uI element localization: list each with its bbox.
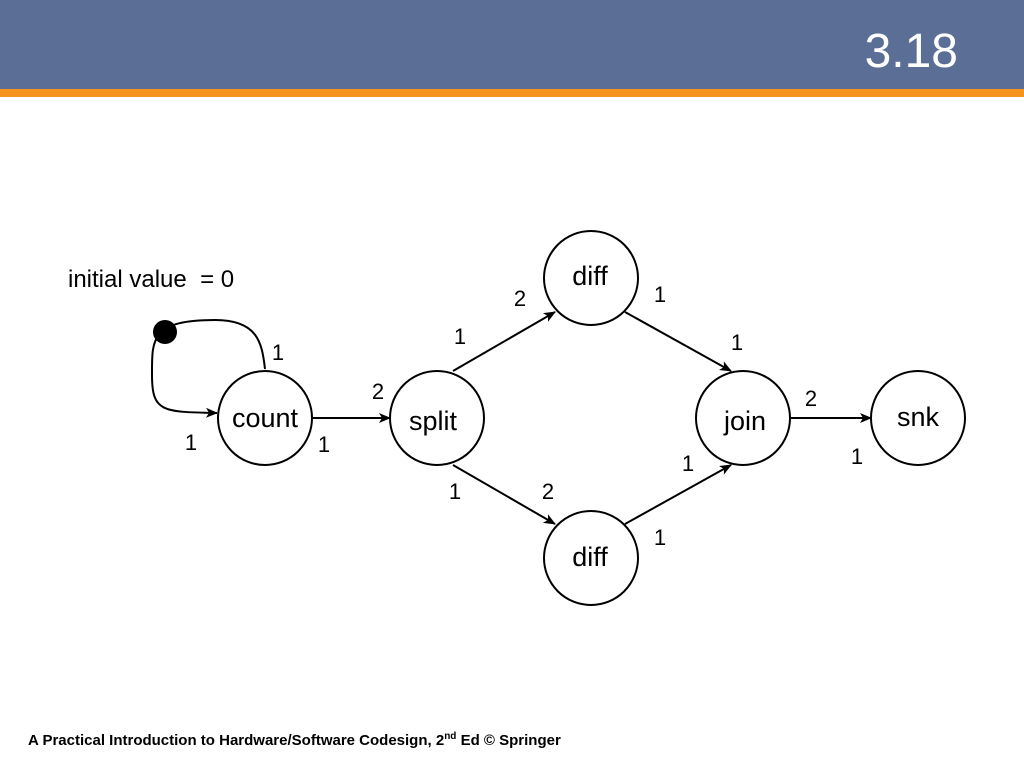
node-snk-label: snk: [897, 402, 940, 432]
node-count: count: [217, 370, 313, 466]
edge-split-to-diff-bottom: [452, 464, 556, 525]
header-bar: [0, 0, 1024, 89]
rate-label: 1: [185, 430, 197, 455]
footer-text-suffix: Ed © Springer: [456, 732, 561, 749]
node-diff-bottom: diff: [543, 510, 639, 606]
node-diff-top-label: diff: [572, 261, 608, 291]
edge-diff-top-to-join: [624, 311, 732, 372]
node-diff-top: diff: [543, 230, 639, 326]
rate-label: 2: [372, 379, 384, 404]
footer-citation: A Practical Introduction to Hardware/Sof…: [28, 731, 561, 750]
footer-text: A Practical Introduction to Hardware/Sof…: [28, 732, 445, 749]
rate-label: 2: [514, 286, 526, 311]
rate-label: 1: [654, 282, 666, 307]
rate-label: 1: [682, 451, 694, 476]
edge-diff-bottom-to-join: [624, 464, 732, 525]
footer-superscript: nd: [444, 731, 457, 742]
node-split-label: split: [409, 406, 458, 436]
rate-label: 1: [731, 330, 743, 355]
rate-label: 2: [805, 386, 817, 411]
rate-label: 1: [654, 525, 666, 550]
node-split: split: [389, 370, 485, 466]
node-snk: snk: [870, 370, 966, 466]
header-accent-stripe: [0, 89, 1024, 97]
rate-label: 2: [542, 479, 554, 504]
initial-token-dot: [153, 320, 177, 344]
rate-label: 1: [851, 444, 863, 469]
rate-label: 1: [454, 324, 466, 349]
node-count-label: count: [232, 403, 299, 433]
initial-value-annotation: initial value = 0: [68, 266, 234, 293]
rate-label: 1: [449, 479, 461, 504]
edge-split-to-diff-top: [452, 311, 556, 372]
rate-label: 1: [318, 432, 330, 457]
node-join-label: join: [723, 406, 766, 436]
node-diff-bottom-label: diff: [572, 542, 608, 572]
node-join: join: [695, 370, 791, 466]
slide-number: 3.18: [864, 25, 958, 78]
rate-label: 1: [272, 340, 284, 365]
